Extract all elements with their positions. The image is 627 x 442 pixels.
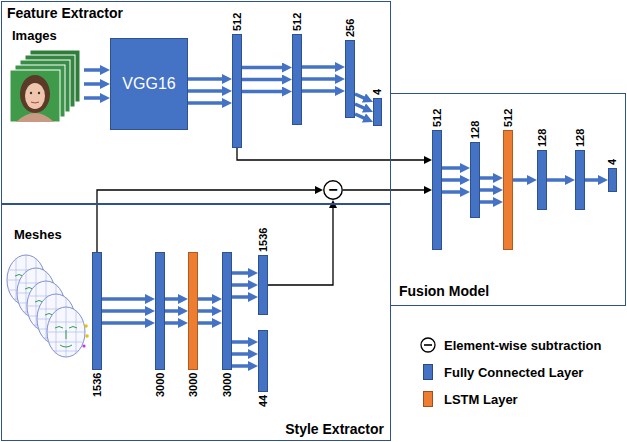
legend-text: LSTM Layer xyxy=(444,392,518,407)
fc-layer-bar: 3000 xyxy=(155,252,165,370)
layer-size: 3000 xyxy=(155,373,166,397)
fc-layer-bar: 3000 xyxy=(222,252,232,370)
layer-arrow xyxy=(198,321,216,325)
fc-layer-bar: 1536 xyxy=(258,255,268,315)
legend-row: Element-wise subtraction xyxy=(420,336,601,354)
layer-arrow xyxy=(188,89,226,93)
fc-layer-bar: 128 xyxy=(537,150,547,210)
layer-arrow xyxy=(302,89,339,93)
layer-arrow xyxy=(242,90,286,94)
layer-size: 128 xyxy=(575,129,586,147)
layer-arrow xyxy=(232,271,252,275)
layer-size: 128 xyxy=(537,129,548,147)
layer-size: 3000 xyxy=(188,373,199,397)
legend-text: Fully Connected Layer xyxy=(444,365,583,380)
layer-arrow xyxy=(442,178,464,182)
fc-layer-bar: 4 xyxy=(608,168,617,192)
fc-layer-bar: 128 xyxy=(470,142,480,218)
panel-title: Style Extractor xyxy=(285,421,384,437)
image-stack xyxy=(10,50,80,122)
layer-arrow xyxy=(480,200,497,204)
layer-arrow xyxy=(513,178,531,182)
layer-size: 512 xyxy=(432,109,443,127)
face-mesh xyxy=(47,307,89,357)
subtraction-node: − xyxy=(323,180,343,200)
fc-layer-bar: 4 xyxy=(373,98,382,126)
layer-size: 512 xyxy=(232,13,243,31)
layer-size: 3000 xyxy=(222,373,233,397)
legend-symbol xyxy=(420,337,436,353)
layer-arrow xyxy=(102,297,149,301)
layer-size: 4 xyxy=(372,89,383,95)
input-arrows xyxy=(84,70,104,98)
layer-arrow xyxy=(198,309,216,313)
layer-arrow xyxy=(165,297,182,301)
layer-arrow xyxy=(547,178,569,182)
layer-arrow xyxy=(242,78,286,82)
layer-arrow xyxy=(442,166,464,170)
lstm-layer-bar: 512 xyxy=(503,130,513,250)
fc-layer-bar: 512 xyxy=(232,34,242,148)
layer-size: 44 xyxy=(258,395,269,407)
layer-arrow xyxy=(480,176,497,180)
layer-arrow xyxy=(102,309,149,313)
mesh-stack xyxy=(7,255,89,357)
wire-arrow xyxy=(343,189,426,190)
layer-arrow xyxy=(188,77,226,81)
layer-arrow xyxy=(355,94,368,100)
layer-arrow xyxy=(232,295,252,299)
layer-size: 4 xyxy=(607,159,618,165)
layer-size: 128 xyxy=(470,121,481,139)
legend-swatch xyxy=(423,364,433,380)
legend-text: Element-wise subtraction xyxy=(444,338,601,353)
section-label: Meshes xyxy=(14,228,62,243)
layer-arrow xyxy=(165,309,182,313)
layer-arrow xyxy=(302,65,339,69)
wire-arrow xyxy=(97,190,317,252)
fc-layer-bar: 512 xyxy=(292,34,302,125)
legend-row: LSTM Layer xyxy=(420,390,518,408)
panel-title: Fusion Model xyxy=(399,283,489,299)
layer-size: 512 xyxy=(292,13,303,31)
fc-layer-bar: 1536 xyxy=(92,252,102,370)
lstm-layer-bar: 3000 xyxy=(188,252,198,370)
wire-arrow xyxy=(268,206,333,285)
layer-arrow xyxy=(232,352,252,356)
fc-layer-bar: 128 xyxy=(575,150,585,210)
layer-arrow xyxy=(232,283,252,287)
wire-arrow xyxy=(237,148,426,160)
layer-arrow xyxy=(102,321,149,325)
section-label: Images xyxy=(12,29,57,44)
layer-arrow xyxy=(198,297,216,301)
layer-arrow xyxy=(585,178,602,182)
layer-arrow xyxy=(165,321,182,325)
legend-swatch xyxy=(423,391,433,407)
block-label: VGG16 xyxy=(122,75,175,93)
layer-arrow xyxy=(232,340,252,344)
vgg-block: VGG16 xyxy=(110,38,188,130)
panel-title: Feature Extractor xyxy=(7,5,123,21)
layer-arrow xyxy=(232,364,252,368)
layer-arrow xyxy=(442,190,464,194)
layer-arrow xyxy=(355,104,368,110)
panel-frame: VGG16 512 512 256 4 − Feature Extractor xyxy=(1,1,391,204)
panel-frame: 512 128 512 128 128 4Fusion Model xyxy=(390,93,626,306)
layer-arrow xyxy=(242,66,286,70)
layer-arrow xyxy=(480,188,497,192)
fc-layer-bar: 512 xyxy=(432,130,442,250)
layer-size: 256 xyxy=(345,19,356,37)
layer-size: 512 xyxy=(503,109,514,127)
legend-row: Fully Connected Layer xyxy=(420,363,583,381)
layer-size: 1536 xyxy=(258,228,269,252)
layer-arrow xyxy=(188,101,226,105)
layer-arrow xyxy=(355,114,368,120)
layer-size: 1536 xyxy=(92,373,103,397)
layer-arrow xyxy=(302,77,339,81)
fc-layer-bar: 44 xyxy=(258,330,268,392)
fc-layer-bar: 256 xyxy=(345,40,355,118)
operator-symbol: − xyxy=(328,182,337,198)
